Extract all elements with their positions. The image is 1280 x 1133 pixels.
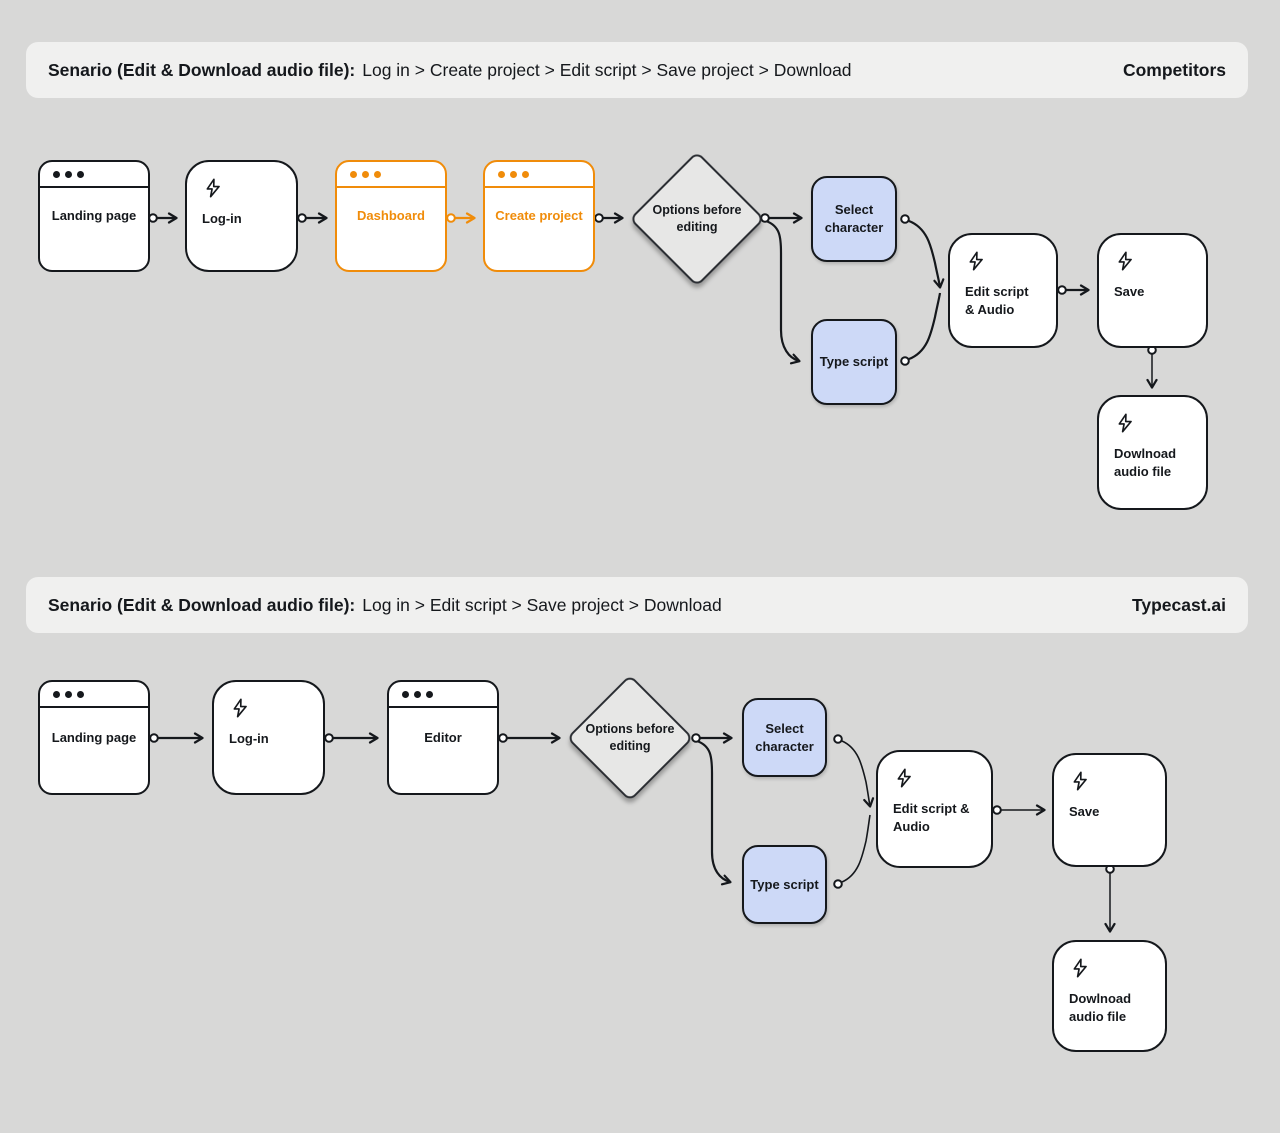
node-editor: Editor: [387, 680, 499, 795]
browser-bar: [389, 682, 497, 708]
node-select-character: Select character: [742, 698, 827, 777]
browser-bar: [40, 682, 148, 708]
node-edit-script-audio: Edit script & Audio: [876, 750, 993, 868]
node-type-script: Type script: [742, 845, 827, 924]
node-login: Log-in: [212, 680, 325, 795]
brand-label-competitors: Competitors: [1122, 59, 1226, 80]
window-dot-icon: [77, 170, 84, 178]
scenario-label: Senario (Edit & Download audio file):: [48, 59, 356, 80]
window-dot-icon: [522, 170, 529, 178]
scenario-text: Senario (Edit & Download audio file): Lo…: [48, 595, 722, 616]
node-save: Save: [1097, 233, 1208, 348]
node-save: Save: [1052, 753, 1167, 867]
node-label: Edit script & Audio: [893, 801, 970, 834]
node-label: Editor: [424, 729, 462, 745]
brand-label-typecast: Typecast.ai: [1131, 594, 1226, 615]
node-options-before-editing: Options before editing: [566, 674, 694, 802]
node-label: Type script: [750, 876, 819, 892]
lightning-icon: [233, 698, 247, 718]
scenario-text: Senario (Edit & Download audio file): Lo…: [48, 60, 852, 81]
node-create-project: Create project: [483, 160, 595, 272]
window-dot-icon: [402, 690, 409, 698]
window-dot-icon: [65, 170, 72, 178]
node-download-audio-file: Dowlnoad audio file: [1052, 940, 1167, 1052]
lightning-icon: [897, 768, 911, 788]
node-download-audio-file: Dowlnoad audio file: [1097, 395, 1208, 510]
node-label: Dowlnoad audio file: [1069, 991, 1132, 1024]
window-dot-icon: [374, 170, 381, 178]
node-label: Landing page: [51, 208, 137, 224]
node-label: Select character: [755, 720, 814, 754]
window-dot-icon: [65, 690, 72, 698]
lightning-icon: [969, 251, 983, 271]
window-dot-icon: [53, 690, 60, 698]
lightning-icon: [1073, 771, 1087, 791]
node-edit-script-audio: Edit script & Audio: [948, 233, 1058, 348]
node-label: Log-in: [202, 211, 242, 226]
node-label: Save: [1114, 284, 1145, 299]
window-dot-icon: [350, 170, 357, 178]
lightning-icon: [206, 178, 220, 198]
window-dot-icon: [426, 690, 433, 698]
window-dot-icon: [414, 690, 421, 698]
lightning-icon: [1073, 958, 1087, 978]
node-label: Type script: [819, 354, 889, 370]
scenario-steps: Log in > Edit script > Save project > Do…: [362, 594, 722, 615]
competitors-header: Senario (Edit & Download audio file): Lo…: [26, 42, 1248, 98]
node-type-script: Type script: [811, 319, 897, 405]
lightning-icon: [1118, 251, 1132, 271]
node-label: Create project: [495, 208, 583, 224]
node-options-before-editing: Options before editing: [629, 151, 765, 287]
node-label: Options before editing: [652, 202, 742, 235]
node-label: Edit script & Audio: [965, 284, 1029, 317]
node-login: Log-in: [185, 160, 298, 272]
node-select-character: Select character: [811, 176, 897, 262]
node-label: Dowlnoad audio file: [1114, 446, 1177, 479]
browser-bar: [337, 162, 445, 188]
node-label: Log-in: [229, 731, 269, 746]
node-label: Select character: [824, 202, 884, 235]
window-dot-icon: [53, 170, 60, 178]
browser-bar: [40, 162, 148, 188]
window-dot-icon: [498, 170, 505, 178]
window-dot-icon: [510, 170, 517, 178]
node-label: Dashboard: [357, 208, 425, 224]
typecast-header: Senario (Edit & Download audio file): Lo…: [26, 577, 1248, 633]
browser-bar: [485, 162, 593, 188]
node-landing-page: Landing page: [38, 680, 150, 795]
window-dot-icon: [362, 170, 369, 178]
window-dot-icon: [77, 690, 84, 698]
node-label: Landing page: [51, 729, 137, 745]
node-label: Save: [1069, 804, 1100, 819]
node-landing-page: Landing page: [38, 160, 150, 272]
scenario-steps: Log in > Create project > Edit script > …: [362, 59, 852, 80]
node-label: Options before editing: [585, 721, 675, 754]
lightning-icon: [1118, 413, 1132, 433]
scenario-label: Senario (Edit & Download audio file):: [48, 594, 356, 615]
node-dashboard: Dashboard: [335, 160, 447, 272]
